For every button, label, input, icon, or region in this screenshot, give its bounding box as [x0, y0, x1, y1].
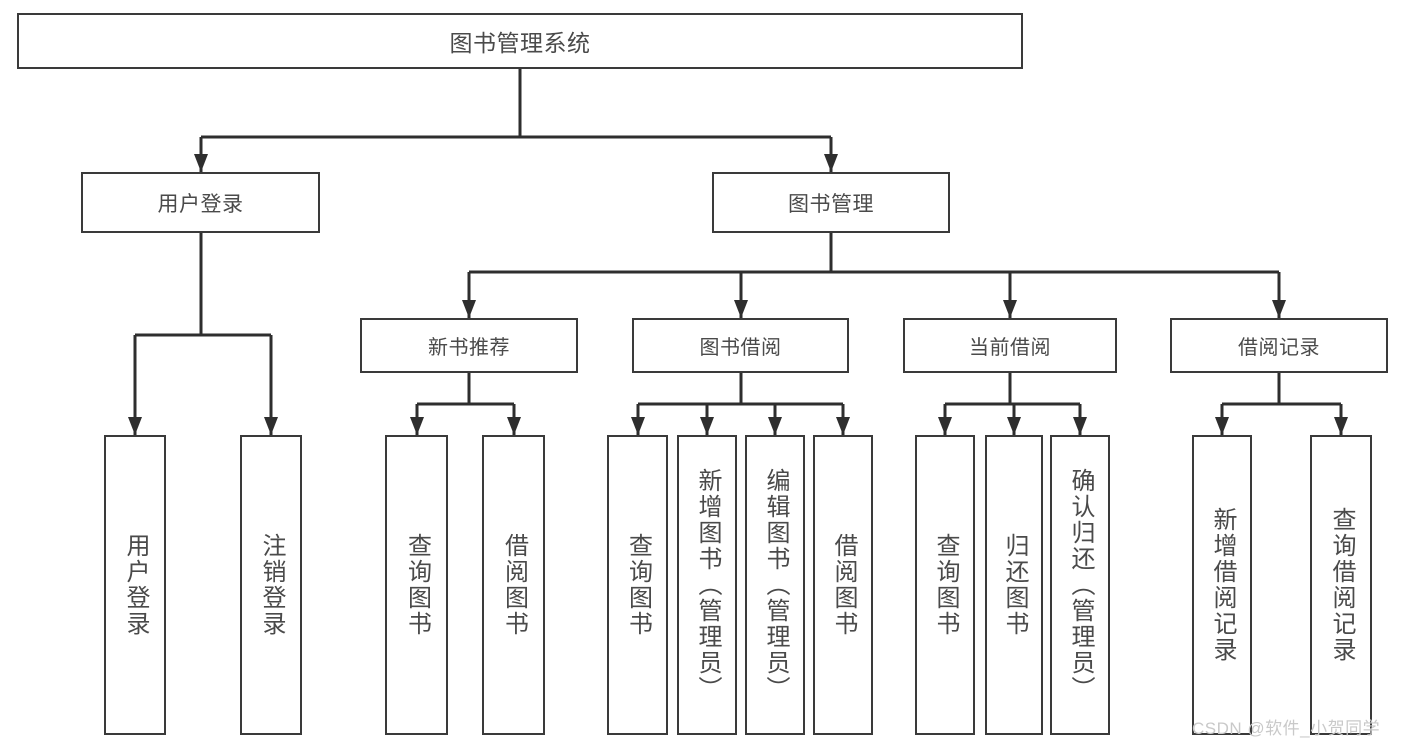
arrowhead-leaf8: [836, 417, 850, 435]
arrowhead-login: [194, 154, 208, 172]
arrowhead-borrow: [734, 300, 748, 318]
node-leaf5[interactable]: 查询图书: [607, 435, 668, 735]
node-leaf3[interactable]: 查询图书: [385, 435, 448, 735]
node-leaf7[interactable]: 编辑图书（管理员）: [745, 435, 805, 735]
node-leaf13[interactable]: 查询借阅记录: [1310, 435, 1372, 735]
node-newbook[interactable]: 新书推荐: [360, 318, 578, 373]
node-leaf11[interactable]: 确认归还（管理员）: [1050, 435, 1110, 735]
node-leaf6[interactable]: 新增图书（管理员）: [677, 435, 737, 735]
arrowhead-current: [1003, 300, 1017, 318]
arrowhead-leaf1: [128, 417, 142, 435]
node-borrow[interactable]: 图书借阅: [632, 318, 849, 373]
arrowhead-leaf7: [768, 417, 782, 435]
node-leaf9[interactable]: 查询图书: [915, 435, 975, 735]
node-root[interactable]: 图书管理系统: [17, 13, 1023, 69]
arrowhead-leaf4: [507, 417, 521, 435]
arrowhead-leaf6: [700, 417, 714, 435]
arrowhead-leaf3: [410, 417, 424, 435]
arrowhead-leaf9: [938, 417, 952, 435]
node-leaf4[interactable]: 借阅图书: [482, 435, 545, 735]
arrowhead-records: [1272, 300, 1286, 318]
arrowhead-leaf2: [264, 417, 278, 435]
arrowhead-leaf10: [1007, 417, 1021, 435]
node-leaf1[interactable]: 用户登录: [104, 435, 166, 735]
arrowhead-leaf5: [631, 417, 645, 435]
arrowhead-bookmgmt: [824, 154, 838, 172]
arrowhead-leaf11: [1073, 417, 1087, 435]
node-leaf2[interactable]: 注销登录: [240, 435, 302, 735]
node-login[interactable]: 用户登录: [81, 172, 320, 233]
node-bookmgmt[interactable]: 图书管理: [712, 172, 950, 233]
node-leaf10[interactable]: 归还图书: [985, 435, 1043, 735]
arrowhead-leaf12: [1215, 417, 1229, 435]
arrowhead-newbook: [462, 300, 476, 318]
arrowhead-leaf13: [1334, 417, 1348, 435]
node-leaf12[interactable]: 新增借阅记录: [1192, 435, 1252, 735]
node-leaf8[interactable]: 借阅图书: [813, 435, 873, 735]
node-current[interactable]: 当前借阅: [903, 318, 1117, 373]
node-records[interactable]: 借阅记录: [1170, 318, 1388, 373]
